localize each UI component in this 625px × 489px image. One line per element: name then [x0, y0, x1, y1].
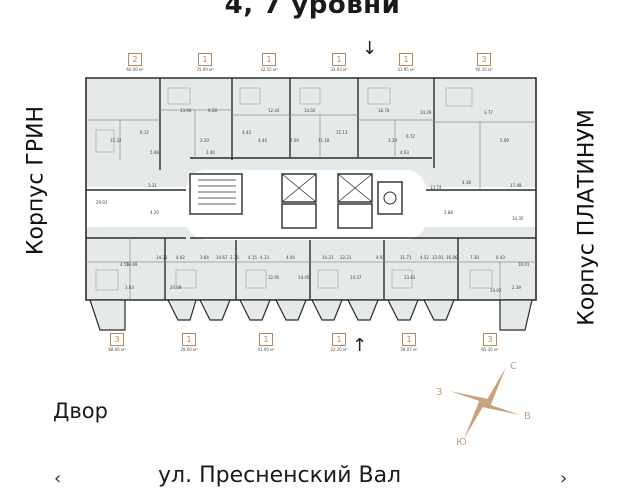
room-area-label: 14.35	[512, 216, 524, 221]
room-area-label: 4.02	[176, 255, 185, 260]
room-area-label: 12.44	[268, 108, 280, 113]
room-area-label: 14.45	[298, 275, 310, 280]
room-area-label: 12.95	[268, 275, 280, 280]
building-label-left: Корпус ГРИН	[23, 105, 49, 256]
room-area-label: 22.21	[340, 255, 352, 260]
compass-icon: С З В Ю	[436, 361, 531, 448]
building-label-right: Корпус ПЛАТИНУМ	[574, 109, 600, 326]
room-area-label: 13.94	[180, 108, 192, 113]
room-area-label: 3.21	[148, 183, 157, 188]
room-area-label: 14.21	[322, 255, 334, 260]
room-area-label: 18.70	[378, 108, 390, 113]
room-area-label: 16.86	[446, 255, 458, 260]
room-area-label: 9.28	[208, 108, 217, 113]
room-area-label: 14.02	[490, 288, 502, 293]
room-area-label: 2.39	[512, 285, 521, 290]
room-area-label: 5.69	[500, 138, 509, 143]
room-area-label: 4.59	[120, 262, 129, 267]
room-area-label: 3.20	[200, 138, 209, 143]
floor-title: 4, 7 уровни	[224, 0, 401, 20]
room-area-label: 17.48	[510, 183, 522, 188]
room-area-label: 13.69	[126, 262, 138, 267]
room-area-label: 13.82	[404, 275, 416, 280]
room-area-label: 29.91	[96, 200, 108, 205]
yard-label: Двор	[53, 399, 108, 423]
room-area-label: 13.74	[430, 185, 442, 190]
room-area-label: 14.31	[156, 255, 168, 260]
room-area-label: 14.37	[350, 275, 362, 280]
room-area-label: 4.04	[286, 255, 295, 260]
room-area-label: 15.13	[336, 130, 348, 135]
room-area-label: 4.63	[400, 150, 409, 155]
room-area-label: 5.68	[150, 150, 159, 155]
room-area-label: 3.77	[484, 110, 493, 115]
room-area-label: 14.02	[304, 108, 316, 113]
compass-east: В	[524, 411, 531, 422]
street-label: ул. Пресненский Вал	[158, 463, 402, 488]
room-area-label: 16.01	[518, 262, 530, 267]
room-area-label: 11.71	[400, 255, 412, 260]
room-area-label: 2.75	[230, 255, 239, 260]
room-area-label: 14.67	[216, 255, 228, 260]
compass-north: С	[510, 361, 517, 372]
room-area-label: 13.91	[432, 255, 444, 260]
room-area-label: 6.12	[140, 130, 149, 135]
entrance-arrow-bottom: ↑	[352, 335, 368, 356]
room-area-label: 3.83	[125, 285, 134, 290]
room-area-label: 4.20	[150, 210, 159, 215]
room-area-label: 7.09	[290, 138, 299, 143]
compass-west: З	[436, 387, 442, 398]
room-area-label: 6.43	[496, 255, 505, 260]
room-area-label: 20.09	[170, 285, 182, 290]
street-arrow-right-icon: ›	[560, 468, 568, 489]
room-area-label: 2.40	[206, 150, 215, 155]
room-area-label: 6.72	[406, 134, 415, 139]
room-area-label: 2.88	[444, 210, 453, 215]
room-area-label: 4.13	[260, 255, 269, 260]
room-area-label: 4.43	[242, 130, 251, 135]
room-area-label: 4.52	[420, 255, 429, 260]
entrance-arrow-top: ↓	[362, 38, 378, 59]
room-area-label: 4.44	[258, 138, 267, 143]
room-area-label: 4.15	[248, 255, 257, 260]
street-arrow-left-icon: ‹	[54, 468, 62, 489]
compass-south: Ю	[456, 437, 467, 448]
room-area-label: 3.29	[388, 138, 397, 143]
room-area-label: 11.18	[318, 138, 330, 143]
room-area-label: 4.38	[462, 180, 471, 185]
room-area-label: 3.64	[200, 255, 209, 260]
room-area-label: 15.32	[110, 138, 122, 143]
room-area-label: 7.30	[470, 255, 479, 260]
room-area-label: 4.93	[376, 255, 385, 260]
room-area-label: 14.29	[420, 110, 432, 115]
